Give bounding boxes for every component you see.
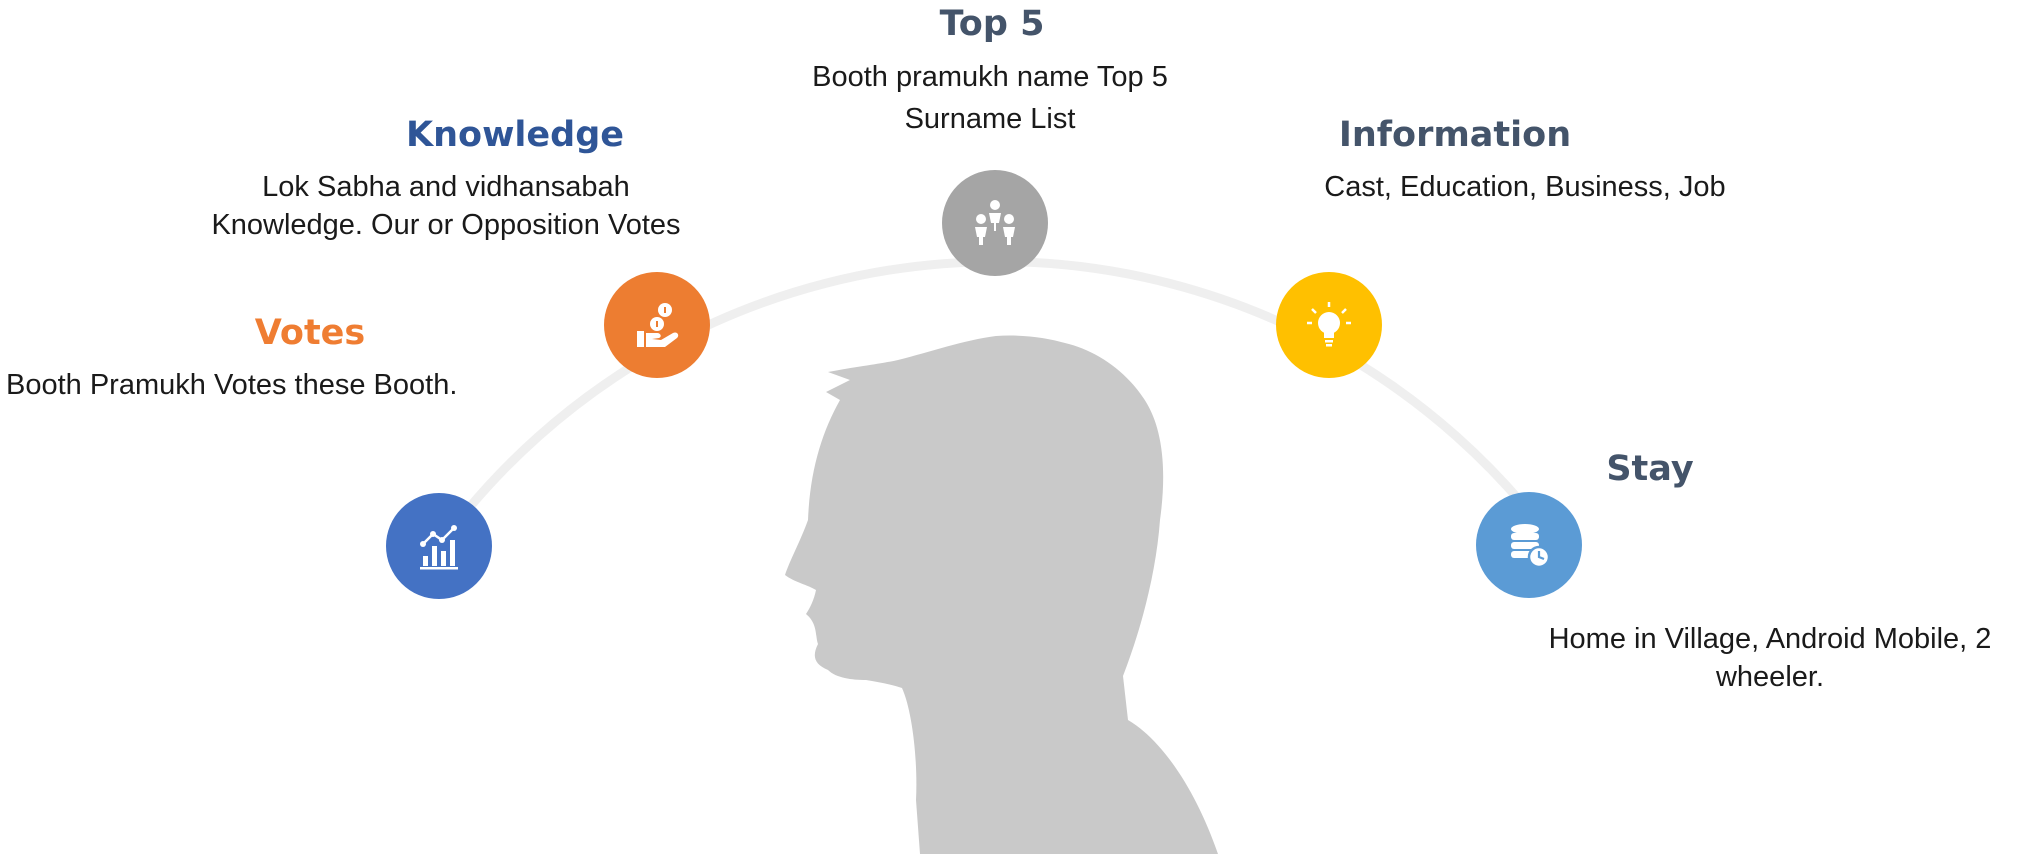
hand-coins-icon xyxy=(637,303,679,347)
knowledge-heading: Knowledge xyxy=(406,115,624,155)
people-hierarchy-icon xyxy=(975,200,1015,245)
top5-node xyxy=(942,170,1048,276)
knowledge-description-line-2: Knowledge. Our or Opposition Votes xyxy=(211,209,681,241)
stay-description: Home in Village, Android Mobile, 2 wheel… xyxy=(1530,620,2010,696)
information-node xyxy=(1276,272,1382,378)
votes-heading: Votes xyxy=(254,313,366,353)
knowledge-description: Lok Sabha and vidhansabah Knowledge. Our… xyxy=(186,168,706,244)
database-clock-icon xyxy=(1511,524,1551,569)
knowledge-description-line-1: Lok Sabha and vidhansabah xyxy=(262,171,630,203)
top5-description: Booth pramukh name Top 5 Surname List xyxy=(740,58,1240,138)
top5-description-line-1: Booth pramukh name Top 5 xyxy=(812,61,1168,93)
lightbulb-icon xyxy=(1307,302,1351,347)
bar-chart-growth-icon xyxy=(420,525,458,570)
top5-heading: Top 5 xyxy=(939,4,1045,44)
top5-description-line-2: Surname List xyxy=(904,103,1076,135)
knowledge-node xyxy=(604,272,710,378)
stay-node xyxy=(1476,492,1582,598)
stay-description-line-2: wheeler. xyxy=(1715,661,1824,693)
votes-description: Booth Pramukh Votes these Booth. xyxy=(6,369,458,401)
information-description: Cast, Education, Business, Job xyxy=(1324,171,1726,203)
information-heading: Information xyxy=(1338,115,1572,155)
stay-heading: Stay xyxy=(1606,449,1694,489)
votes-node xyxy=(386,493,492,599)
stay-description-line-1: Home in Village, Android Mobile, 2 xyxy=(1548,623,1992,655)
